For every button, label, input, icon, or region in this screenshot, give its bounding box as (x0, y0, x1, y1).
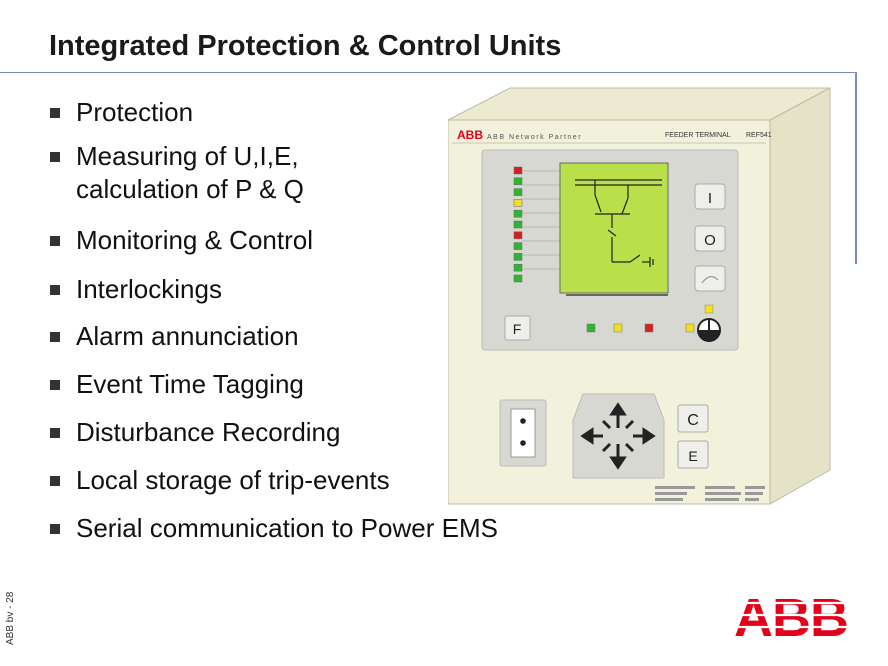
navigation-pad (572, 393, 665, 479)
title-rule-vertical (855, 72, 857, 264)
device-product-line-label: ABB Network Partner (487, 134, 582, 141)
function-button (504, 315, 531, 341)
page-title: Integrated Protection & Control Units (49, 30, 562, 62)
arrow-keys (580, 402, 656, 470)
status-led (644, 323, 654, 333)
title-rule (0, 72, 857, 73)
single-line-diagram (566, 179, 668, 296)
indicator-led (513, 188, 523, 196)
led-tick-lines (522, 170, 560, 270)
device-side-face (769, 87, 831, 505)
bullet-square-icon (50, 236, 60, 246)
function-button-label: F (513, 321, 522, 337)
bullet-square-icon (50, 152, 60, 162)
bullet-square-icon (50, 524, 60, 534)
indicator-led (513, 242, 523, 250)
status-led-row (586, 323, 695, 333)
clear-button (677, 404, 709, 433)
indicator-dot-icon (520, 418, 526, 424)
led-column (513, 166, 523, 283)
push-button-slot (510, 408, 536, 458)
device-model-label: REF541 (746, 132, 772, 139)
abb-logo: ABB (735, 592, 847, 639)
clear-button-label: C (687, 412, 699, 429)
feeder-terminal-illustration: ABB ABB Network Partner FEEDER TERMINAL … (448, 87, 831, 505)
indicator-led (513, 274, 523, 283)
select-button (694, 265, 726, 292)
close-breaker-button-label: I (708, 190, 712, 207)
indicator-led (513, 177, 523, 186)
enter-button-label: E (688, 448, 697, 464)
status-led (586, 323, 596, 333)
lcd-screen (559, 162, 669, 294)
device-terminal-label: FEEDER TERMINAL (665, 132, 731, 139)
close-breaker-button (694, 183, 726, 210)
indicator-led (513, 209, 523, 218)
curved-arrow-icon (701, 276, 719, 284)
enter-button (677, 440, 709, 469)
indicator-led (513, 166, 523, 175)
indicator-led (513, 231, 523, 240)
rating-plate (655, 486, 765, 501)
indicator-led (513, 220, 523, 229)
open-breaker-button (694, 225, 726, 252)
status-led (613, 323, 623, 333)
status-led (685, 323, 695, 333)
bullet-square-icon (50, 108, 60, 118)
indicator-led (513, 263, 523, 272)
bullet-square-icon (50, 380, 60, 390)
device-brand-label: ABB (457, 128, 483, 142)
bullet-square-icon (50, 285, 60, 295)
side-page-label: ABB bv - 28 (5, 591, 16, 645)
open-breaker-button-label: O (704, 232, 716, 249)
indicator-dot-icon (520, 440, 526, 446)
indicator-led (513, 199, 523, 207)
top-status-led (704, 304, 714, 314)
indicator-led (513, 253, 523, 261)
bullet-square-icon (50, 332, 60, 342)
bullet-square-icon (50, 428, 60, 438)
bullet-square-icon (50, 476, 60, 486)
device-top-face (448, 87, 831, 121)
